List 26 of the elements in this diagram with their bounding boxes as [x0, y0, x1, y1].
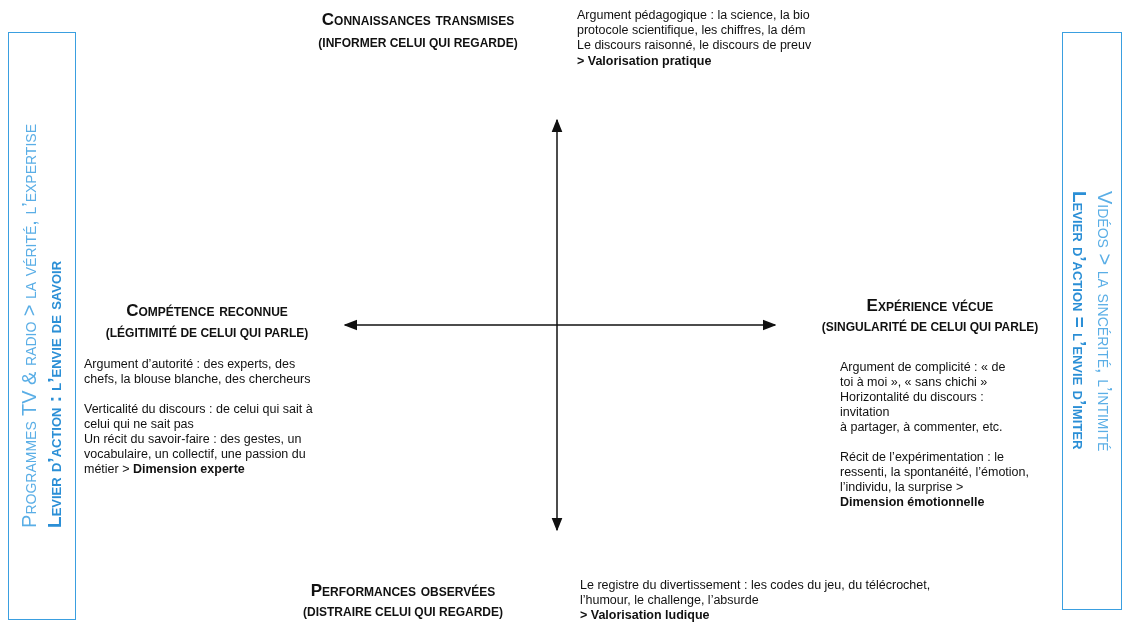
description-text: > Valorisation ludique [580, 608, 711, 623]
quadrant-subheading: (DISTRAIRE CELUI QUI REGARDE) [302, 605, 504, 620]
description-text: Récit de l’expérimentation : le ressenti, la spontanéité, l’émotion, l’individu, la surprise > Dimension émotionnelle [840, 450, 1030, 510]
description-text: Argument d’autorité : des experts, des chefs, la blouse blanche, des chercheurs [84, 357, 312, 387]
quadrant-heading: Compétence reconnue [125, 301, 289, 321]
panel-subtitle: Levier d’action : l’envie de savoir [43, 259, 66, 528]
quadrant-heading: Connaissances transmises [320, 10, 516, 30]
description-text: > Valorisation pratique [577, 54, 713, 69]
description-text: Le discours raisonné, le discours de preuv [577, 38, 813, 53]
quadrant-subheading: (INFORMER CELUI QUI REGARDE) [317, 36, 519, 51]
panel-title: Programmes TV & radio > la vérité, l’expertise [17, 124, 41, 528]
description-text: protocole scientifique, les chiffres, la dém [577, 23, 807, 38]
description-text: Argument de complicité : « de toi à moi », « sans chichi » [840, 360, 1007, 390]
panel-title: Vidéos > la sincérité, l’intimité [1093, 190, 1117, 452]
quadrant-subheading: (SINGULARITÉ DE CELUI QUI PARLE) [820, 320, 1040, 335]
description-text: Verticalité du discours : de celui qui sait à celui qui ne sait pas [84, 402, 314, 432]
panel-subtitle: Levier d’action = l’envie d’imiter [1068, 190, 1091, 452]
description-text: à partager, à commenter, etc. [840, 420, 1004, 435]
side-panel [1062, 32, 1122, 610]
quadrant-subheading: (LÉGITIMITÉ DE CELUI QUI PARLE) [104, 326, 310, 341]
description-text: Le registre du divertissement : les codes du jeu, du télécrochet, l’humour, le challenge, l’absurde [580, 578, 932, 608]
description-text: Un récit du savoir-faire : des gestes, un vocabulaire, un collectif, une passion du métier > Dimension experte [84, 432, 307, 477]
side-panel [8, 32, 76, 620]
quadrant-heading: Performances observées [309, 581, 497, 601]
description-text: Argument pédagogique : la science, la bio [577, 8, 811, 23]
quadrant-heading: Expérience vécue [865, 296, 995, 316]
